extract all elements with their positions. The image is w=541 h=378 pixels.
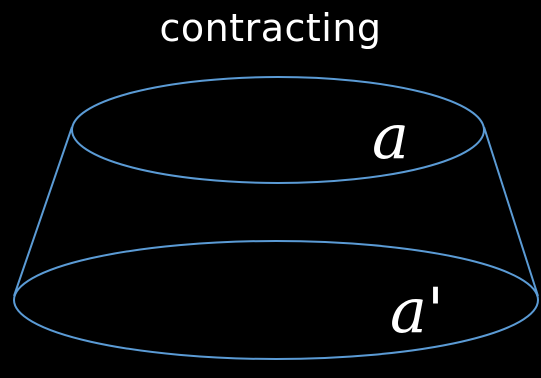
diagram-title: contracting	[159, 6, 382, 50]
frustum-left-edge	[13, 126, 73, 297]
top-label: a	[372, 100, 409, 173]
top-ellipse	[71, 76, 485, 184]
bottom-ellipse	[13, 240, 539, 360]
frustum-right-edge	[483, 126, 539, 297]
bottom-label: a'	[390, 274, 444, 347]
